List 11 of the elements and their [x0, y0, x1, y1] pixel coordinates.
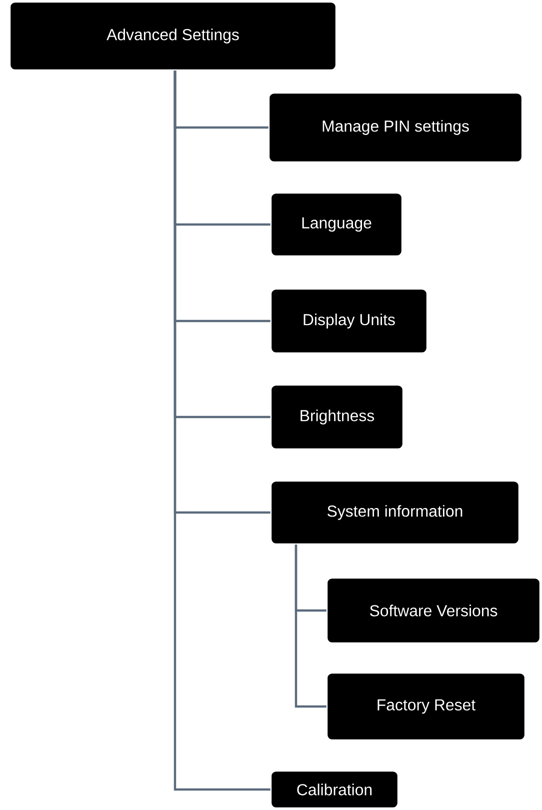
menu-box: Display Units — [270, 288, 428, 354]
menu-box: Software Versions — [326, 577, 541, 644]
connector-line — [294, 544, 326, 708]
menu-box: Brightness — [270, 384, 404, 450]
menu-box: System information — [270, 480, 520, 545]
menu-box: Advanced Settings — [9, 1, 337, 71]
connector-line — [174, 70, 270, 791]
menu-box: Manage PIN settings — [268, 92, 523, 163]
menu-box: Language — [270, 192, 403, 257]
menu-box: Calibration — [270, 770, 399, 809]
menu-box: Factory Reset — [326, 672, 526, 741]
